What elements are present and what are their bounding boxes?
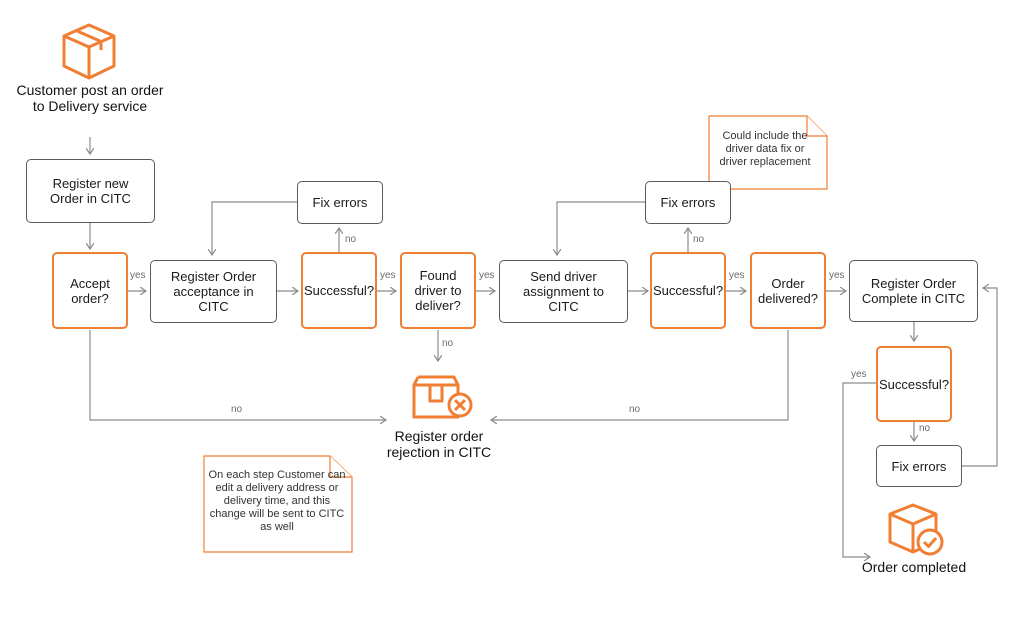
decision-label: Order delivered? [758, 275, 818, 306]
edge-label-yes: yes [479, 270, 495, 281]
edge-label-yes: yes [851, 369, 867, 380]
rejection-end-label: Register order rejection in CITC [386, 428, 492, 460]
edge-success3-completed [842, 382, 876, 557]
package-cancel-icon [412, 375, 473, 419]
process-label: Send driver assignment to CITC [523, 269, 604, 314]
decision-successful-3: Successful? [876, 346, 952, 422]
completed-end-label: Order completed [861, 559, 967, 575]
edge-fix3-complete [961, 288, 998, 467]
decision-label: Accept order? [70, 275, 110, 306]
edge-label-yes: yes [130, 270, 146, 281]
edit-note-fold [329, 456, 352, 478]
customer-edit-note: On each step Customer can edit a deliver… [208, 469, 346, 533]
process-label: Register Order acceptance in CITC [170, 269, 257, 314]
decision-successful-2: Successful? [650, 252, 726, 329]
decision-label: Successful? [878, 376, 950, 392]
decision-successful-1: Successful? [301, 252, 377, 329]
edge-label-no: no [629, 404, 641, 415]
decision-order-delivered: Order delivered? [750, 252, 826, 329]
driver-note-fold [806, 116, 827, 137]
decision-label: Found driver to deliver? [414, 268, 462, 313]
decision-label: Successful? [303, 283, 375, 298]
package-icon [62, 23, 116, 80]
process-label: Register Order Complete in CITC [861, 276, 966, 306]
decision-found-driver: Found driver to deliver? [400, 252, 476, 329]
edge-label-no: no [693, 234, 705, 245]
process-fix-errors-3: Fix errors [876, 445, 962, 487]
process-label: Fix errors [891, 458, 947, 474]
process-fix-errors-1: Fix errors [297, 181, 383, 224]
edge-label-yes: yes [380, 270, 396, 281]
edge-accept-rejection [89, 330, 386, 420]
edge-label-no: no [919, 423, 931, 434]
process-label: Fix errors [312, 195, 368, 210]
decision-label: Successful? [652, 283, 724, 298]
process-label: Register new Order in CITC [50, 176, 131, 206]
edge-label-no: no [231, 404, 243, 415]
decision-accept-order: Accept order? [52, 252, 128, 329]
process-label: Fix errors [660, 195, 716, 210]
edge-delivered-rejection [491, 330, 789, 420]
edge-label-no: no [442, 338, 454, 349]
process-fix-errors-2: Fix errors [645, 181, 731, 224]
package-check-icon [888, 503, 944, 556]
edge-fix2-send [557, 201, 645, 255]
process-register-complete: Register Order Complete in CITC [849, 260, 978, 322]
process-send-driver: Send driver assignment to CITC [499, 260, 628, 323]
edit-note-shape [203, 455, 353, 553]
driver-data-note: Could include the driver data fix or dri… [719, 130, 811, 168]
driver-note-shape [708, 115, 828, 190]
note-shapes [203, 115, 828, 553]
edge-label-no: no [345, 234, 357, 245]
process-register-acceptance: Register Order acceptance in CITC [150, 260, 277, 323]
edge-fix1-acceptance [212, 201, 297, 255]
edge-label-yes: yes [829, 270, 845, 281]
process-register-new: Register new Order in CITC [26, 159, 155, 223]
edge-label-yes: yes [729, 270, 745, 281]
start-label: Customer post an order to Delivery servi… [16, 82, 164, 114]
